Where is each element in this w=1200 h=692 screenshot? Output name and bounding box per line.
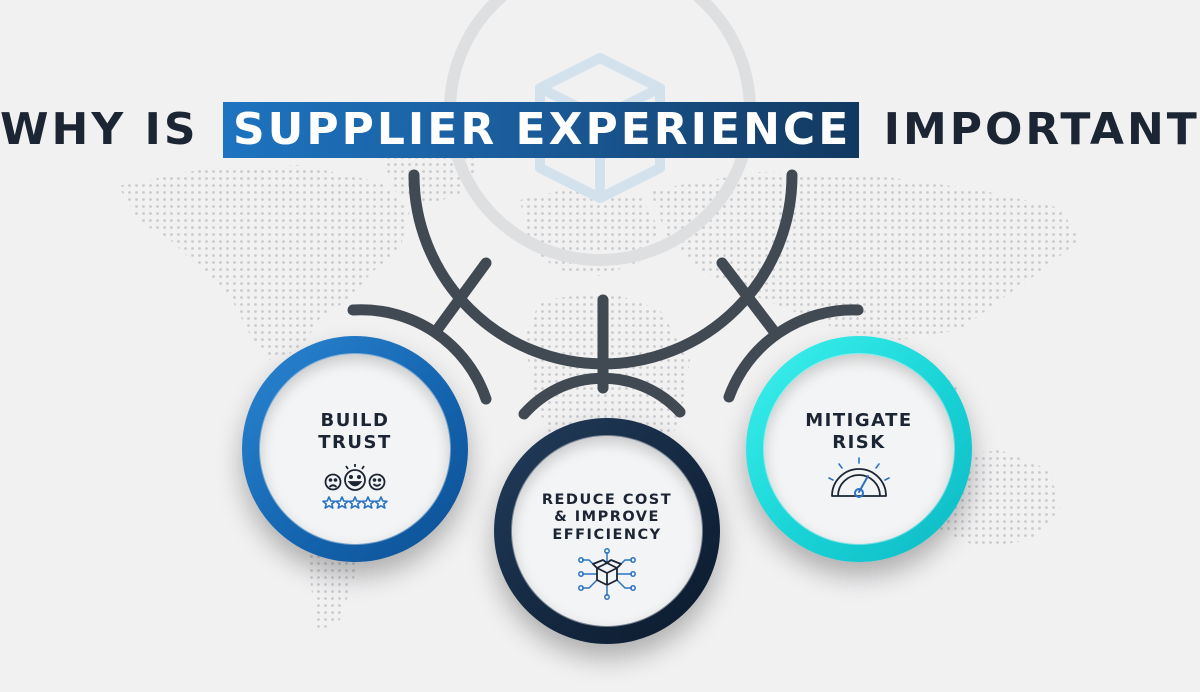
- connector-left: [431, 257, 492, 336]
- connector-right: [716, 257, 779, 336]
- label-line: MITIGATE: [805, 410, 913, 431]
- gauge-icon: [828, 457, 890, 498]
- node-mitigate-risk: MITIGATE RISK: [746, 336, 972, 562]
- title-highlight: SUPPLIER EXPERIENCE: [222, 102, 860, 158]
- network-box-icon: [578, 548, 636, 600]
- label-line: EFFICIENCY: [552, 526, 662, 543]
- node-label: MITIGATE RISK: [764, 410, 954, 453]
- faces-rating-icon: [322, 464, 388, 509]
- label-line: BUILD: [320, 410, 390, 431]
- label-line: & IMPROVE: [554, 509, 660, 526]
- node-face: MITIGATE RISK: [764, 354, 954, 544]
- node-build-trust: BUILD TRUST: [242, 336, 468, 562]
- label-line: REDUCE COST: [541, 492, 673, 508]
- node-label: BUILD TRUST: [260, 410, 450, 453]
- title-after: IMPORTANT?: [883, 104, 1200, 155]
- node-face: REDUCE COST & IMPROVE EFFICIENCY: [512, 436, 702, 626]
- label-line: RISK: [832, 431, 886, 453]
- node-face: BUILD TRUST: [260, 354, 450, 544]
- cap-arc-right: [723, 304, 864, 403]
- page-title: WHY IS SUPPLIER EXPERIENCE IMPORTANT?: [0, 102, 1200, 158]
- node-label: REDUCE COST & IMPROVE EFFICIENCY: [512, 492, 702, 544]
- label-line: TRUST: [318, 431, 392, 453]
- cap-arc-left: [347, 304, 492, 405]
- cap-arc-center: [518, 372, 686, 420]
- node-reduce-cost: REDUCE COST & IMPROVE EFFICIENCY: [494, 418, 720, 644]
- title-before: WHY IS: [0, 104, 199, 155]
